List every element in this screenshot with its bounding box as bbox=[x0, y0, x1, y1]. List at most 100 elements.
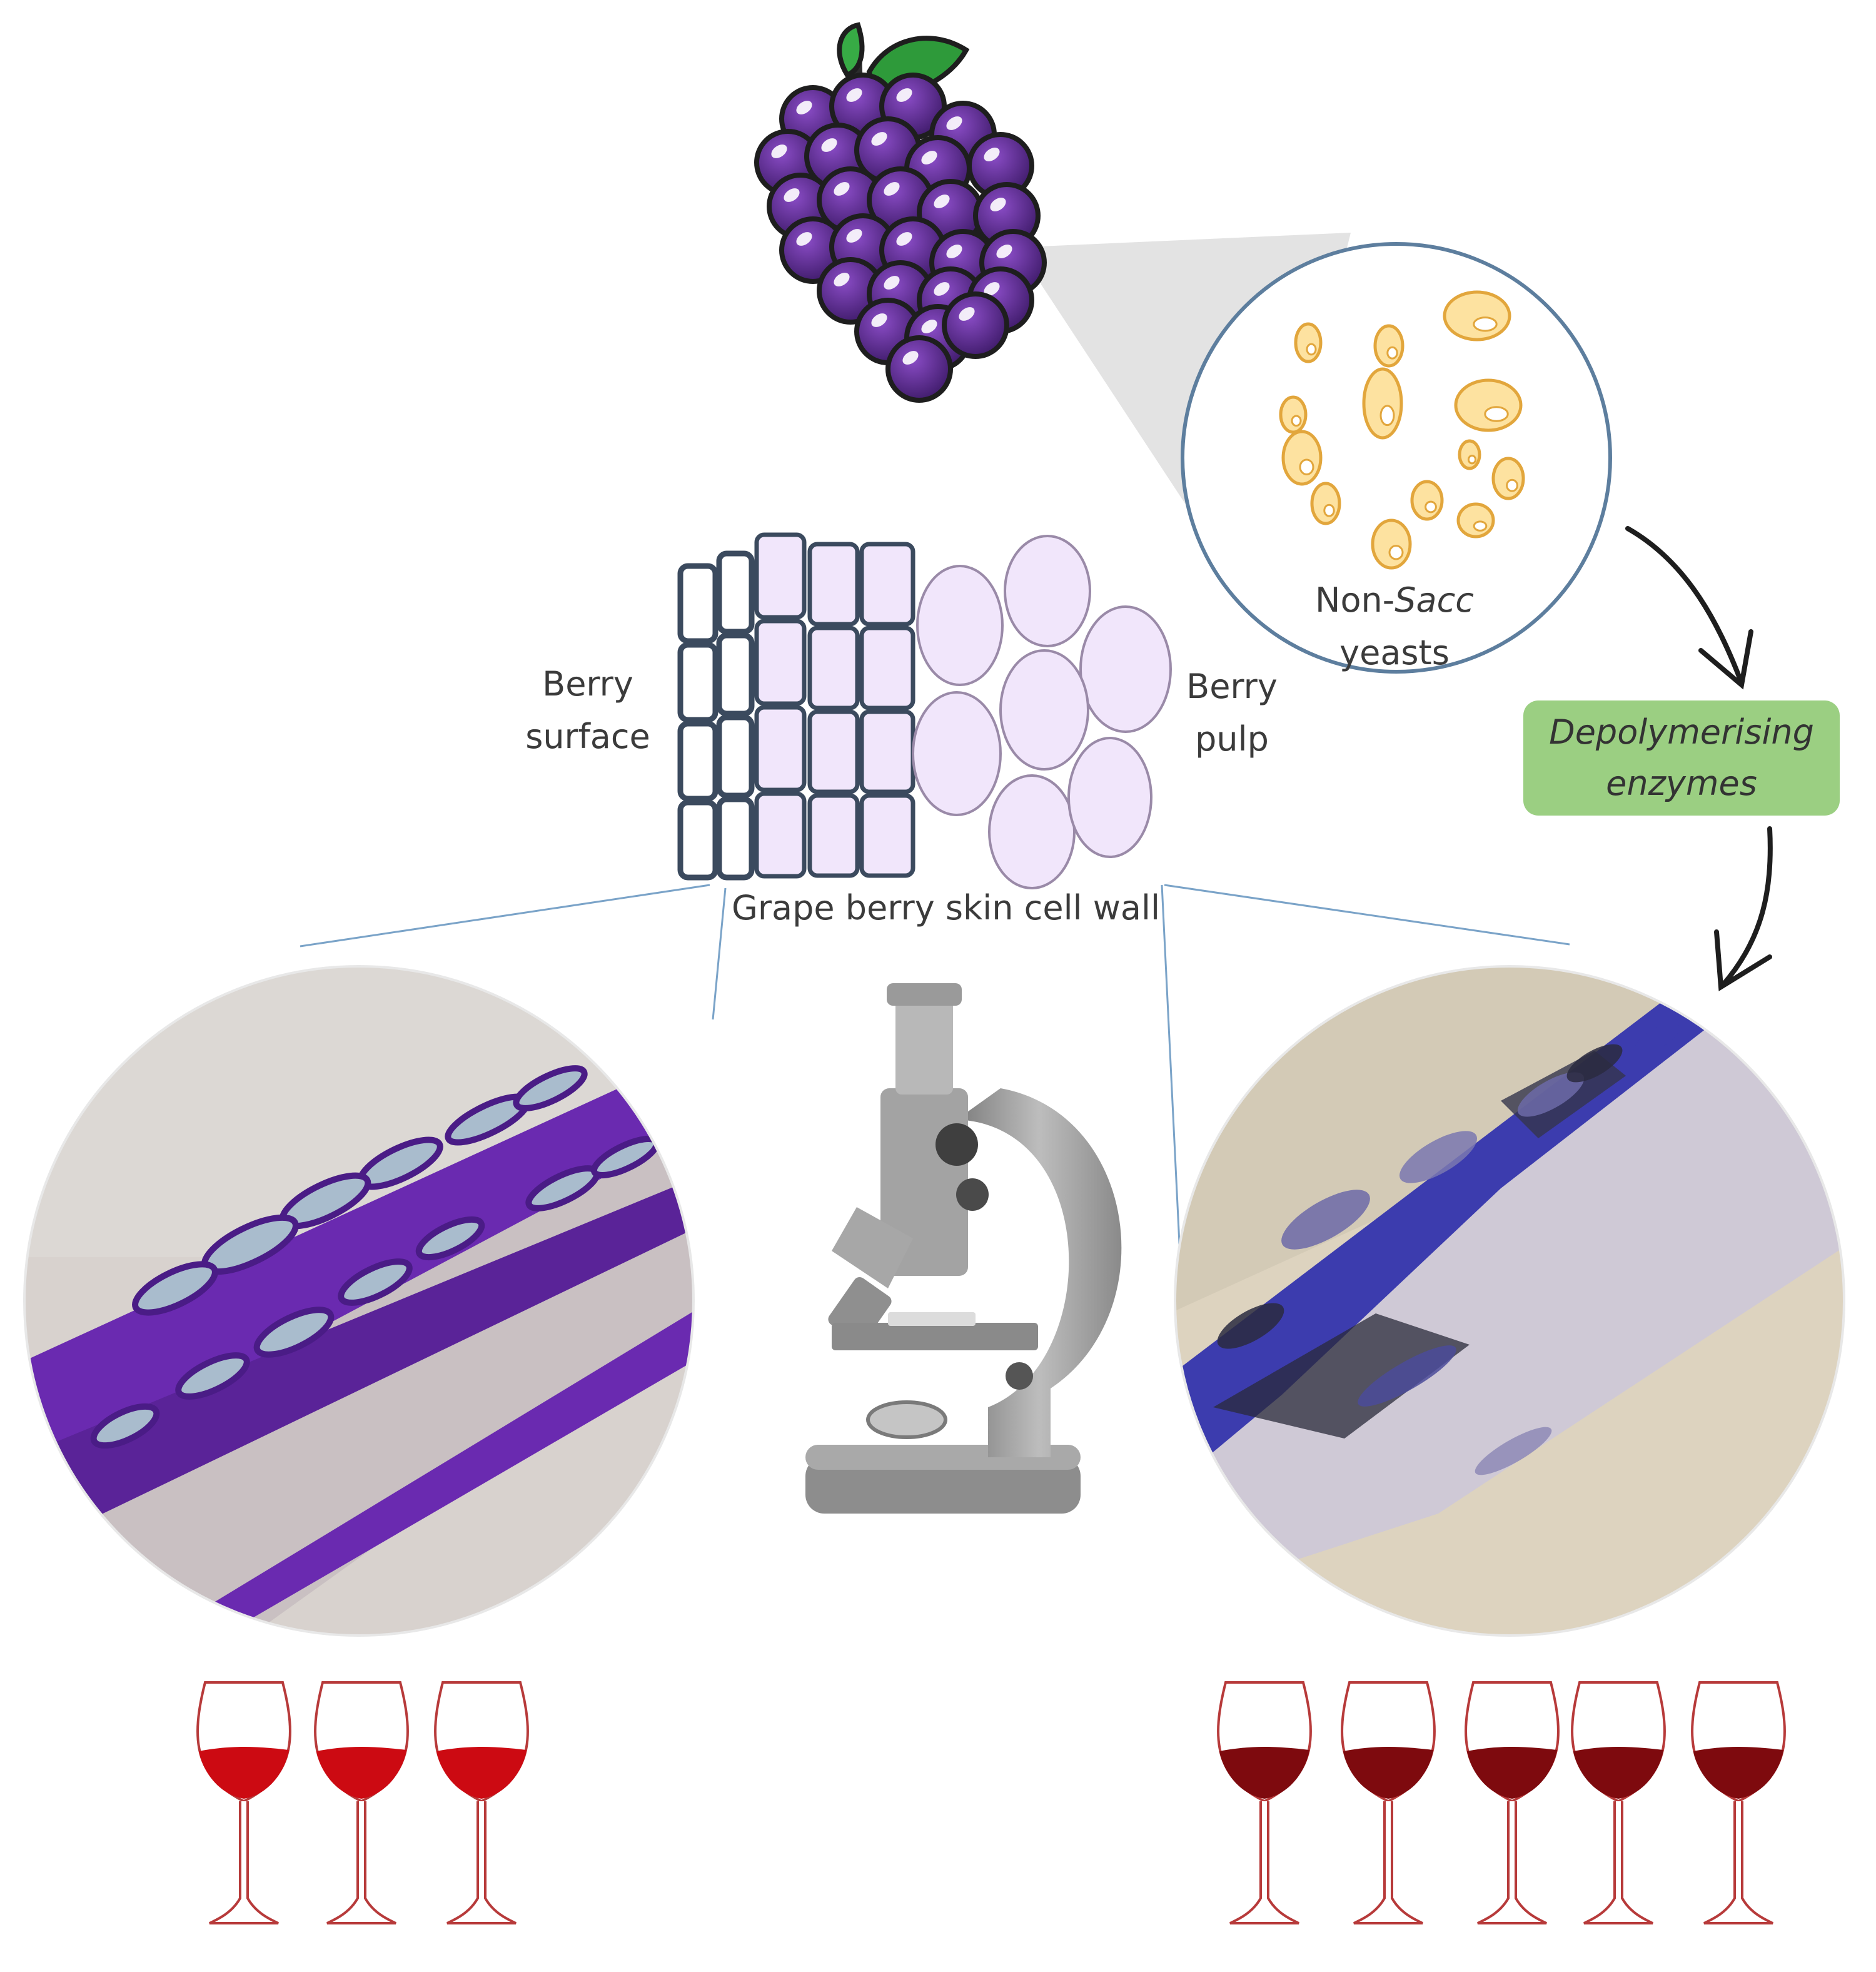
grape-icon bbox=[754, 22, 1047, 403]
skin-cell bbox=[859, 709, 915, 794]
enzymes-box: Depolymerising enzymes bbox=[1523, 700, 1840, 816]
yeast-cell bbox=[1281, 430, 1323, 486]
skin-cell bbox=[754, 619, 807, 706]
wine-glass-icon bbox=[196, 1681, 291, 1924]
yeast-cells bbox=[1279, 290, 1525, 570]
skin-cell bbox=[807, 793, 860, 878]
yeast-vacuole bbox=[1473, 520, 1488, 532]
grape-highlight bbox=[934, 195, 950, 208]
yeast-cell bbox=[1491, 457, 1525, 500]
grape-highlight bbox=[959, 307, 975, 321]
yeast-vacuole bbox=[1425, 500, 1437, 513]
glass-stem bbox=[1583, 1801, 1653, 1924]
wine-glass-icon bbox=[314, 1681, 409, 1924]
grape-highlight bbox=[871, 313, 887, 327]
glass-stem bbox=[1353, 1801, 1423, 1924]
glass-stem bbox=[1703, 1801, 1773, 1924]
cell-fragment bbox=[1217, 1303, 1284, 1349]
skin-cell bbox=[754, 532, 807, 620]
yeast-cell bbox=[1371, 518, 1412, 570]
skin-cell-diagram bbox=[677, 532, 1172, 889]
skin-cell bbox=[716, 714, 755, 799]
grape-berry bbox=[942, 291, 1009, 359]
wine-glass-icon bbox=[1691, 1681, 1786, 1924]
grape-highlight bbox=[996, 245, 1012, 258]
pulp-cell bbox=[1067, 737, 1152, 858]
berry-pulp-label: Berry pulp bbox=[1169, 660, 1294, 766]
zoom-guide-lines bbox=[300, 884, 1570, 1295]
grape-highlight bbox=[921, 151, 937, 164]
cell-lumen bbox=[415, 1216, 485, 1261]
skin-cell bbox=[716, 550, 755, 635]
wine-glasses-dark bbox=[1217, 1681, 1786, 1924]
yeast-vacuole bbox=[1386, 346, 1398, 360]
glass-stem bbox=[1477, 1801, 1547, 1924]
yeast-cell bbox=[1443, 290, 1511, 341]
skin-cell bbox=[677, 642, 719, 723]
microscope-icon bbox=[805, 983, 1122, 1514]
pulp-cell bbox=[912, 691, 1002, 816]
grape-highlight bbox=[934, 282, 950, 296]
cell-fragment bbox=[1475, 1427, 1552, 1475]
cell-lumen bbox=[513, 1065, 588, 1111]
enzymes-label-line1: Depolymerising bbox=[1549, 712, 1814, 752]
cell-wall-label: Grape berry skin cell wall bbox=[732, 888, 1161, 928]
yeast-vacuole bbox=[1299, 458, 1314, 475]
cell-fragment bbox=[1566, 1044, 1623, 1083]
grape-highlight bbox=[884, 276, 900, 290]
yeast-vacuole bbox=[1323, 503, 1335, 517]
skin-cell bbox=[677, 721, 719, 802]
grape-highlight bbox=[884, 182, 900, 196]
yeast-cell bbox=[1456, 502, 1495, 539]
cell-lumen bbox=[132, 1261, 218, 1316]
yeast-cell bbox=[1373, 324, 1404, 368]
yeast-cell bbox=[1279, 395, 1308, 434]
yeast-cell bbox=[1294, 322, 1323, 363]
wine-fill bbox=[1573, 1747, 1663, 1799]
yeast-cell bbox=[1458, 439, 1481, 470]
wine-glass-icon bbox=[434, 1681, 529, 1924]
grape-highlight bbox=[984, 282, 1000, 296]
berry-surface-label: Berry surface bbox=[513, 658, 663, 763]
arrow-enzymes-to-micrograph bbox=[1714, 826, 1773, 991]
wine-fill bbox=[436, 1747, 527, 1799]
grape-highlight bbox=[796, 232, 812, 246]
glass-stem bbox=[326, 1801, 396, 1924]
pulp-cell bbox=[916, 565, 1004, 686]
cell-fragment bbox=[1358, 1345, 1456, 1407]
wine-fill bbox=[1343, 1747, 1433, 1799]
grape-highlight bbox=[771, 144, 787, 158]
grape-highlight bbox=[921, 320, 937, 333]
pulp-cell bbox=[1004, 535, 1091, 647]
yeast-vacuole bbox=[1484, 406, 1509, 422]
grape-highlight bbox=[846, 229, 862, 243]
pulp-label-line2: pulp bbox=[1195, 719, 1269, 759]
yeast-cell bbox=[1310, 482, 1341, 525]
wine-fill bbox=[316, 1747, 406, 1799]
grape-highlight bbox=[871, 132, 887, 146]
skin-cell bbox=[807, 542, 860, 627]
cell-lumen bbox=[90, 1403, 160, 1449]
grape-highlight bbox=[796, 101, 812, 114]
wine-fill bbox=[1219, 1747, 1309, 1799]
grape-highlight bbox=[946, 116, 962, 130]
wine-glass-icon bbox=[1571, 1681, 1666, 1924]
pulp-cell bbox=[1079, 605, 1172, 733]
surface-label-line1: Berry bbox=[542, 664, 633, 704]
cell-fragment bbox=[1399, 1131, 1477, 1183]
grape-highlight bbox=[990, 198, 1006, 211]
grape-highlight bbox=[846, 88, 862, 102]
wine-fill bbox=[1693, 1747, 1783, 1799]
yeast-cell bbox=[1410, 480, 1444, 521]
yeast-vacuole bbox=[1379, 405, 1395, 427]
cell-lumen bbox=[253, 1307, 335, 1358]
pulp-cell bbox=[999, 649, 1089, 771]
skin-cell bbox=[716, 632, 755, 717]
wine-fill bbox=[1467, 1747, 1557, 1799]
yeast-magnified-circle bbox=[1181, 242, 1612, 674]
micrograph-right bbox=[1175, 966, 1844, 1636]
grape-highlight bbox=[896, 232, 912, 246]
glass-stem bbox=[209, 1801, 279, 1924]
skin-cell bbox=[677, 563, 719, 644]
